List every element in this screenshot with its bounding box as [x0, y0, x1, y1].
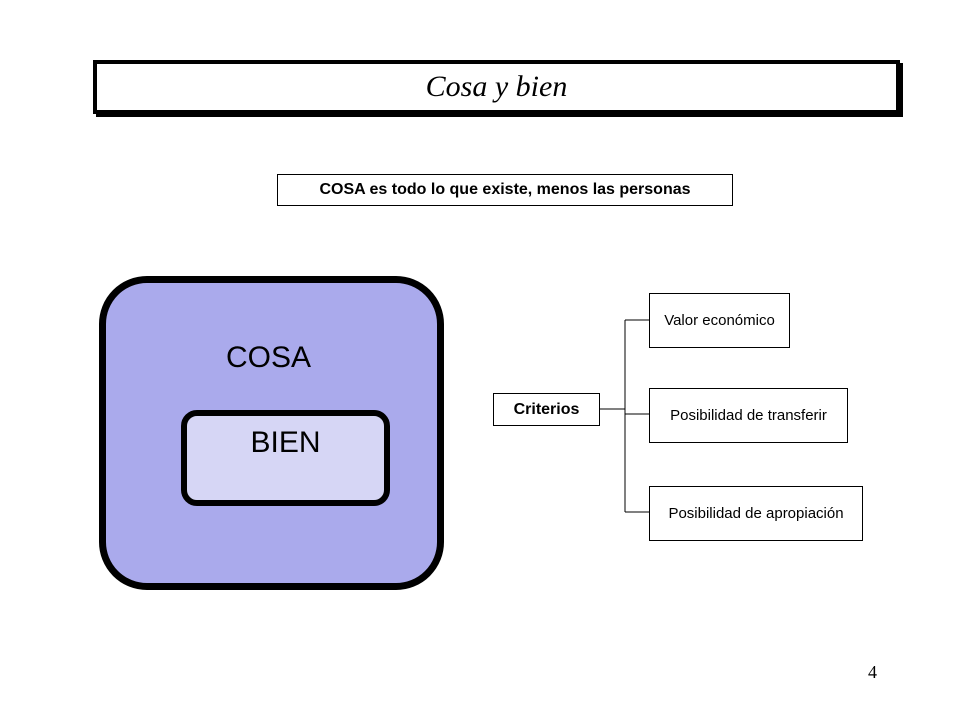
criterion-posibilidad-apropiacion: Posibilidad de apropiación	[649, 486, 863, 541]
criterion-valor-economico: Valor económico	[649, 293, 790, 348]
slide-title: Cosa y bien	[425, 70, 568, 103]
definition-box: COSA es todo lo que existe, menos las pe…	[277, 174, 733, 206]
bien-label: BIEN	[250, 426, 321, 459]
cosa-box: COSA BIEN	[99, 276, 444, 590]
page-number: 4	[868, 662, 877, 682]
title-box: Cosa y bien	[93, 60, 900, 114]
criterion-posibilidad-transferir: Posibilidad de transferir	[649, 388, 848, 443]
cosa-label: COSA	[226, 341, 312, 374]
bien-box: BIEN	[181, 410, 390, 506]
criterios-box: Criterios	[493, 393, 600, 426]
